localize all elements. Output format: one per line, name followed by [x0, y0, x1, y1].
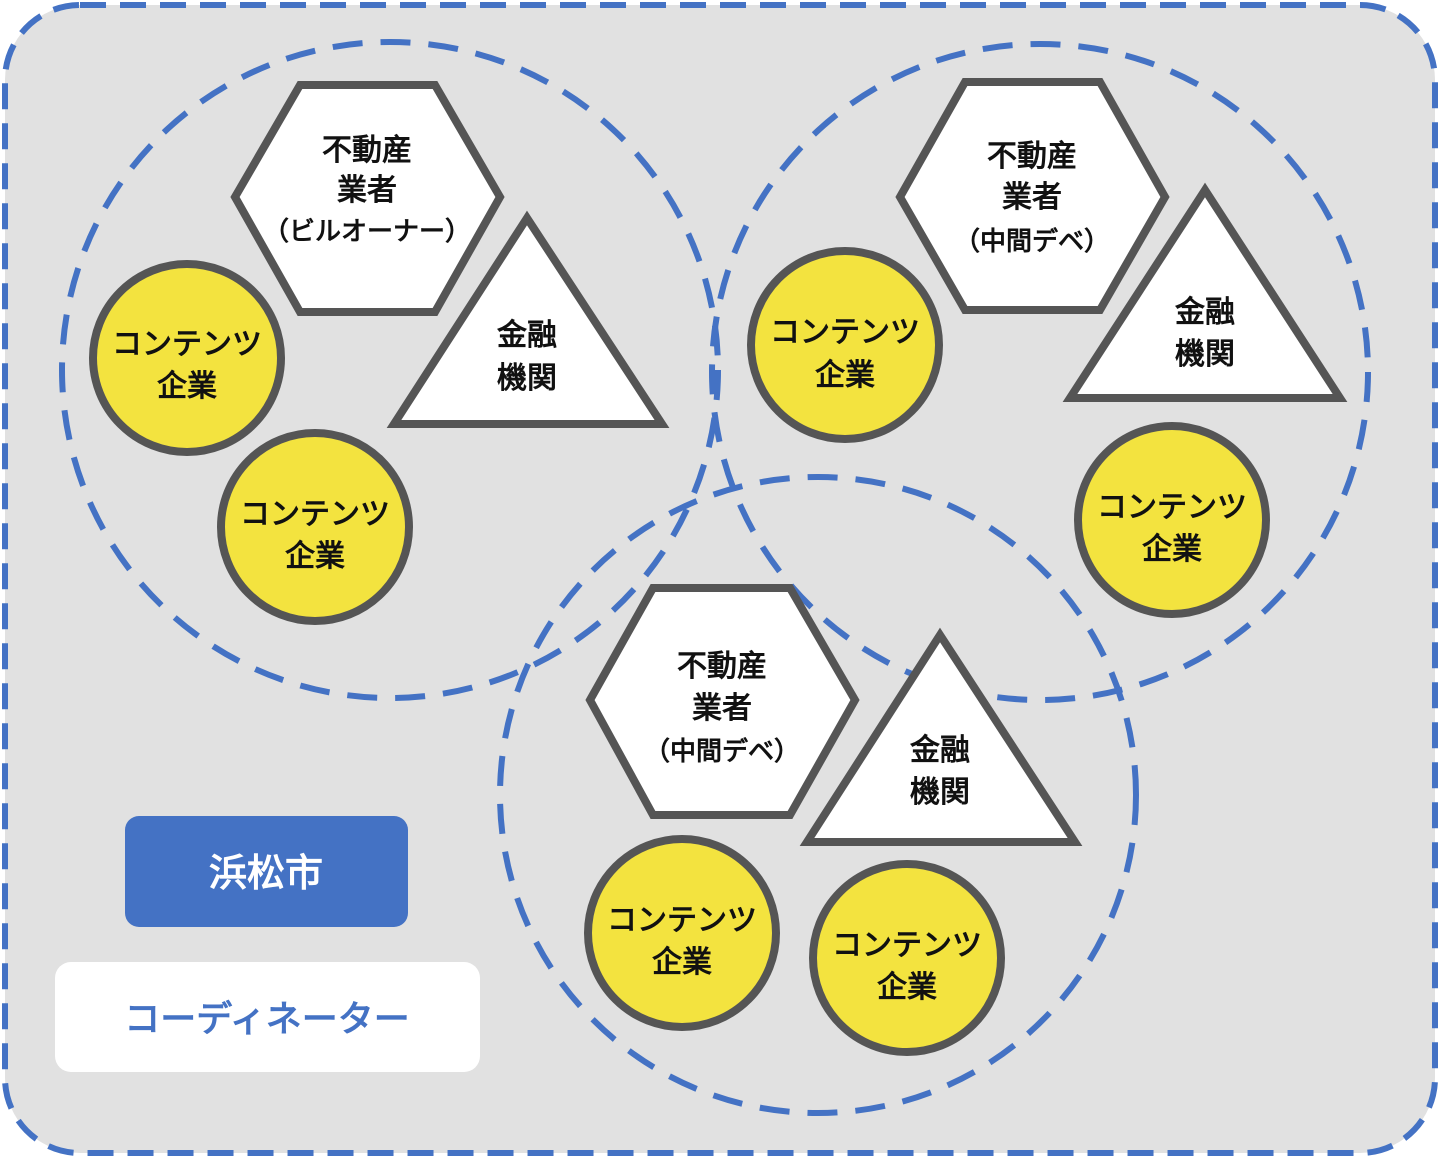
contents-label: 企業 [285, 539, 345, 574]
realestate-label: 業者 [692, 691, 752, 726]
realestate-label: （中間デベ） [644, 736, 800, 767]
contents-label: コンテンツ [240, 497, 390, 532]
coordinator-label: コーディネーター [124, 998, 409, 1040]
finance-label: 機関 [910, 775, 970, 810]
realestate-label: 不動産 [677, 649, 767, 684]
group-circle-2 [709, 41, 1371, 703]
contents-label: コンテンツ [770, 315, 920, 350]
realestate-label: 不動産 [987, 139, 1077, 174]
hexagon-realestate-1 [230, 81, 505, 316]
contents-label: コンテンツ [832, 928, 982, 963]
contents-label: 企業 [157, 369, 217, 404]
realestate-label: 不動産 [322, 133, 412, 168]
hexagon-realestate-3 [585, 584, 860, 819]
contents-label: コンテンツ [112, 327, 262, 362]
realestate-label: （中間デベ） [954, 226, 1110, 257]
finance-label: 金融 [909, 733, 970, 768]
contents-company-circle [584, 835, 780, 1031]
finance-label: 機関 [1175, 337, 1235, 372]
contents-company-circle [1074, 422, 1270, 618]
finance-label: 金融 [496, 318, 557, 353]
group-circle-3 [497, 474, 1139, 1116]
triangle-finance-2 [1062, 182, 1348, 402]
contents-label: コンテンツ [1097, 490, 1247, 525]
contents-company-circle [217, 429, 413, 625]
contents-company-circle [809, 860, 1005, 1056]
contents-company-circle [747, 247, 943, 443]
contents-label: 企業 [1142, 532, 1202, 567]
finance-label: 金融 [1174, 295, 1235, 330]
contents-label: 企業 [815, 358, 875, 393]
group-circle-1 [59, 39, 721, 701]
finance-label: 機関 [497, 361, 557, 396]
realestate-label: 業者 [337, 173, 397, 208]
triangle-finance-1 [386, 210, 670, 428]
hexagon-realestate-2 [895, 78, 1170, 314]
contents-company-circle [89, 260, 285, 456]
city-box [125, 816, 408, 927]
city-label: 浜松市 [209, 851, 323, 895]
contents-label: 企業 [877, 970, 937, 1005]
triangle-finance-3 [799, 627, 1083, 846]
realestate-label: （ビルオーナー） [263, 217, 471, 247]
realestate-label: 業者 [1002, 180, 1062, 215]
contents-label: 企業 [652, 945, 712, 980]
coordinator-box [55, 962, 480, 1072]
contents-label: コンテンツ [607, 903, 757, 938]
